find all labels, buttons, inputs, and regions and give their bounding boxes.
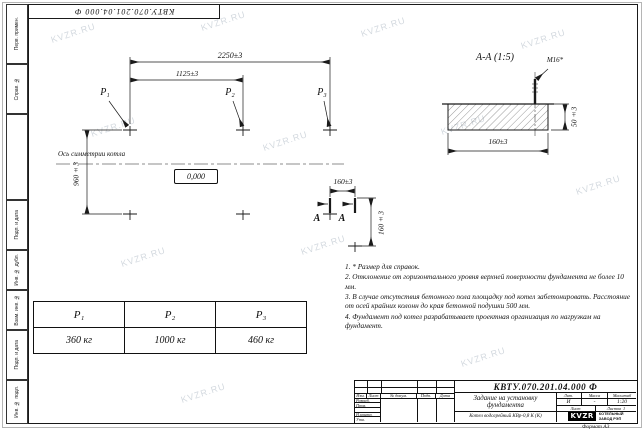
tb-sheets-cell: Листов 1 — [596, 406, 636, 412]
dim-height: 960±3 — [71, 162, 81, 186]
tb-scale-header: Масштаб — [608, 393, 636, 399]
tb-mass-value: - — [582, 398, 608, 406]
drawing-frame — [28, 4, 638, 424]
note-3: 3. В случае отсутствия бетонного пола пл… — [345, 291, 631, 311]
tb-sheets-value: 1 — [622, 405, 626, 411]
title-block-title: Задание на установку фундамента — [454, 393, 556, 411]
load-label-p3: P₃ — [317, 87, 327, 98]
foundation-section — [447, 103, 549, 131]
dim-detail-thickness: 50±3 — [569, 106, 579, 128]
tb-company-cell: KVZR КОТЕЛЬНЫЙ ЗАВОД РЭП — [556, 412, 636, 423]
load-value-p3: 460 кг — [215, 327, 307, 354]
tb-role-nkontr: Н.контр. — [355, 412, 381, 418]
tb-col-dokum: № докум. — [381, 393, 417, 399]
section-detail-view — [442, 68, 569, 155]
company-name-line2: ЗАВОД РЭП — [598, 416, 622, 421]
section-cut-marks — [328, 198, 357, 213]
title-block-product: Котел водогрейный КВр-0,8 К (К) — [454, 410, 556, 422]
strip-cell-podp-data-1: Подп. и дата — [6, 200, 28, 250]
plan-view — [56, 57, 376, 252]
strip-cell-perv-primen: Перв. примен. — [6, 4, 28, 64]
tb-col-data: Дата — [436, 393, 454, 399]
tb-col-izm: Изм. — [355, 393, 367, 399]
load-table-header-p1: P₁ — [33, 301, 125, 328]
section-letter-a2: А — [338, 213, 346, 224]
left-stamp-strip: Перв. примен. Справ. № Подп. и дата Инв.… — [6, 4, 28, 424]
note-2: 2. Отклонение от горизонтального уровня … — [345, 272, 624, 291]
load-label-p1: P₁ — [100, 87, 110, 98]
load-table: P₁ P₂ P₃ 360 кг 1000 кг 460 кг — [33, 301, 307, 354]
tb-lit-value: И — [556, 398, 582, 406]
company-name: КОТЕЛЬНЫЙ ЗАВОД РЭП — [599, 412, 624, 421]
strip-cell-blank — [6, 114, 28, 200]
dim-detail-width: 160±3 — [488, 137, 508, 146]
load-table-value-row: 360 кг 1000 кг 460 кг — [33, 327, 307, 354]
note-4: 4. Фундамент под котел разрабатывает про… — [345, 311, 601, 330]
note-1: 1. * Размер для справок. — [345, 262, 420, 271]
tb-sheet-cell: Лист — [556, 405, 596, 412]
bolt-size-label: М16* — [546, 56, 564, 64]
tb-sheets-label: Листов — [606, 405, 621, 411]
company-name-line1: КОТЕЛЬНЫЙ — [598, 412, 624, 417]
tb-scale-value: 1:20 — [608, 399, 636, 406]
load-table-header-row: P₁ P₂ P₃ — [33, 301, 307, 328]
dim-offset-horizontal: 160±3 — [333, 177, 353, 186]
strip-cell-sprav-no: Справ. № — [6, 64, 28, 114]
section-letter-a1: А — [313, 213, 321, 224]
dim-total-width: 2250±3 — [217, 51, 243, 60]
strip-cell-vzam-inv: Взам. инв. № — [6, 290, 28, 330]
dim-half-width: 1125±3 — [175, 69, 199, 78]
tb-role-blank — [355, 407, 381, 413]
dim-offset-vertical: 160±3 — [376, 211, 386, 235]
company-logo: KVZR — [568, 412, 596, 422]
strip-cell-podp-data-2: Подп. и дата — [6, 330, 28, 380]
strip-cell-inv-dubl: Инв. № дубл. — [6, 250, 28, 290]
detail-view-title: А-А (1:5) — [475, 52, 515, 63]
load-value-p1: 360 кг — [33, 327, 125, 354]
load-label-p2: P₂ — [225, 87, 235, 98]
symmetry-axis-label: Ось симметрии котла — [58, 150, 126, 158]
technical-notes: 1. * Размер для справок. 2. Отклонение о… — [345, 262, 636, 331]
level-mark-value: 0,000 — [187, 172, 205, 181]
format-note: Формат А3 — [582, 424, 610, 430]
strip-cell-inv-podl: Инв. № подл. — [6, 380, 28, 424]
title-block: КВТУ.070.201.04.000 Ф Изм. Лист № докум.… — [354, 380, 638, 424]
tb-lit-header: Лит. — [556, 393, 582, 399]
tb-role-razrab: Разраб. — [355, 398, 381, 404]
tb-role-utv: Утв. — [355, 417, 381, 422]
load-table-header-p3: P₃ — [215, 301, 307, 328]
title-block-doc-number: КВТУ.070.201.04.000 Ф — [454, 381, 636, 393]
load-table-header-p2: P₂ — [124, 301, 216, 328]
tb-col-list: Лист — [367, 393, 381, 399]
load-value-p2: 1000 кг — [124, 327, 216, 354]
corner-doc-number-stamp: КВТУ.070.201.04.000 Ф — [28, 4, 220, 19]
tb-role-prov: Пров. — [355, 403, 381, 408]
level-mark: 0,000 — [174, 169, 218, 184]
tb-mass-header: Масса — [582, 393, 608, 399]
tb-col-podp: Подп. — [417, 393, 436, 399]
